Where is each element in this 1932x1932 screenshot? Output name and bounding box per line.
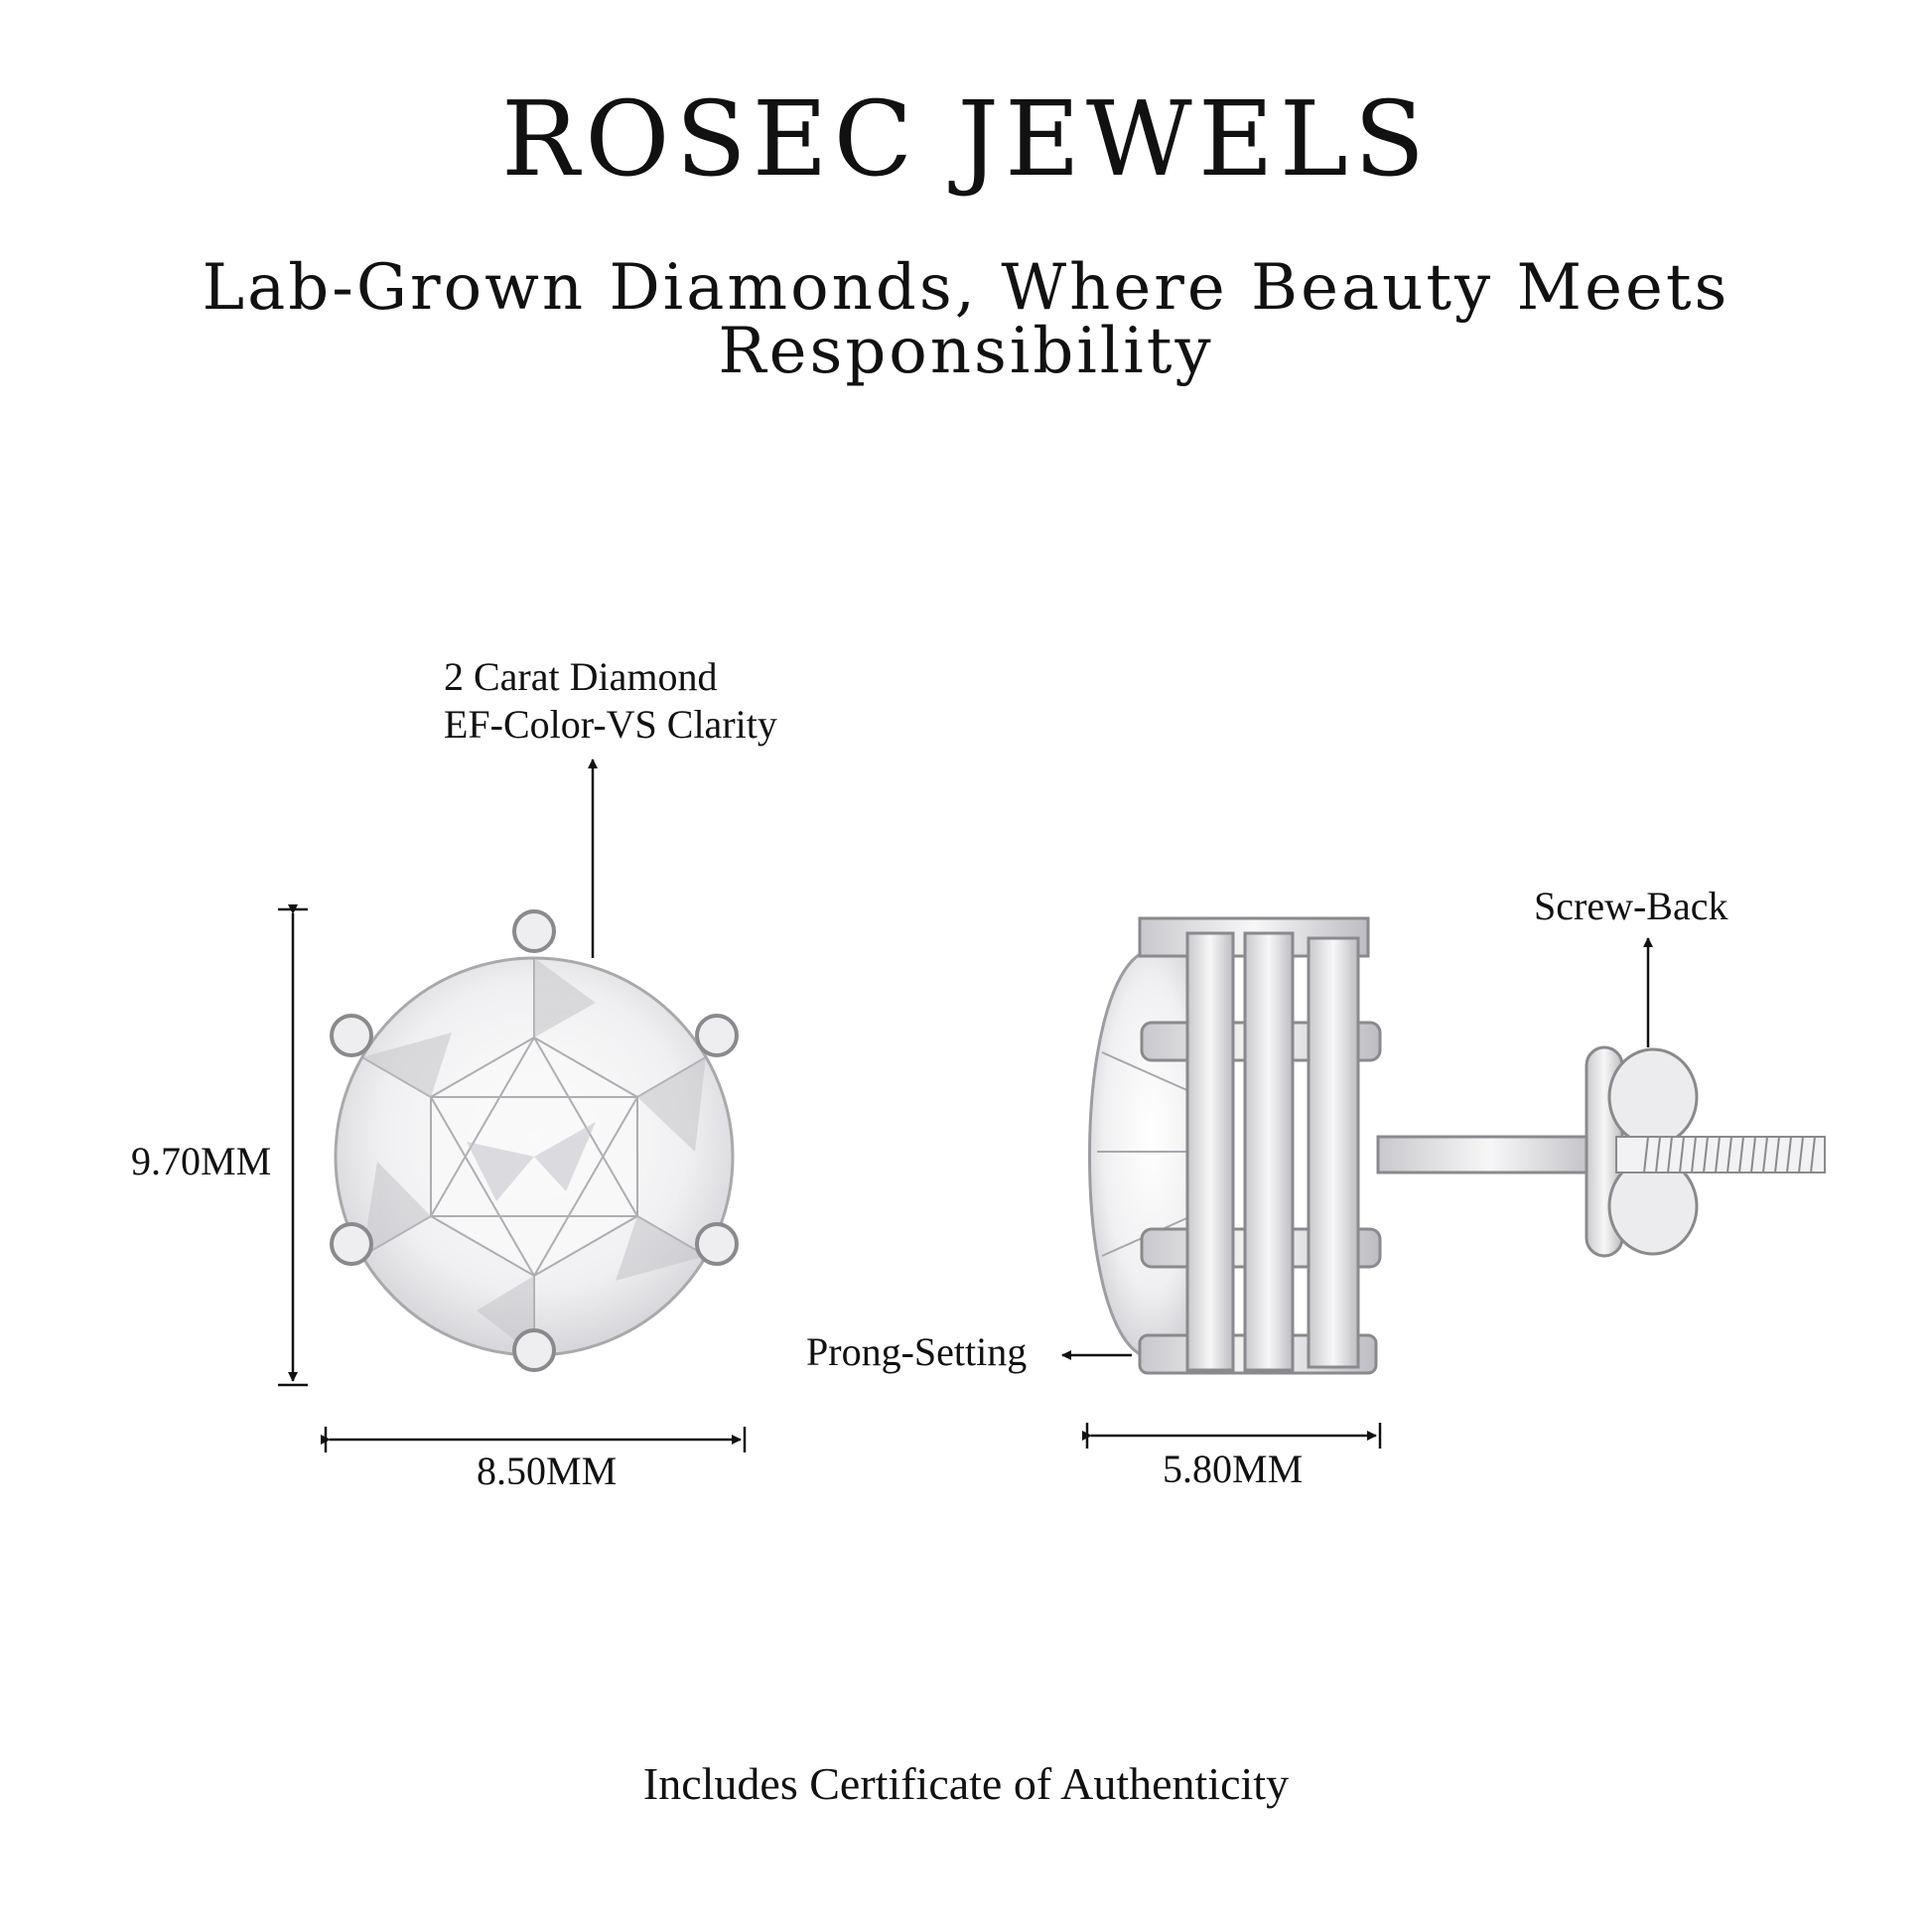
height-label: 9.70MM: [131, 1139, 272, 1183]
depth-label: 5.80MM: [1163, 1447, 1304, 1491]
tagline: Lab-Grown Diamonds, Where Beauty Meets R…: [202, 251, 1730, 388]
prong-bottom: [512, 1328, 556, 1372]
screw-back-label: Screw-Back: [1534, 884, 1728, 928]
earring-post: [1376, 1135, 1604, 1174]
side-prong-3: [1307, 936, 1360, 1369]
side-prong-1: [1185, 931, 1235, 1372]
stone-spec-line1: 2 Carat Diamond: [444, 654, 718, 699]
side-view-stud: [1088, 916, 1826, 1375]
top-prongs: [330, 909, 739, 1372]
screw-back: [1585, 1045, 1826, 1258]
prong-top: [512, 909, 556, 953]
certificate-note: Includes Certificate of Authenticity: [642, 1758, 1290, 1809]
brand-title: ROSEC JEWELS: [500, 78, 1432, 200]
prong-lower-left: [330, 1222, 373, 1266]
prong-upper-left: [330, 1014, 373, 1057]
prong-setting-label: Prong-Setting: [806, 1329, 1028, 1374]
side-prong-2: [1243, 931, 1295, 1372]
stone-spec-line2: EF-Color-VS Clarity: [444, 702, 777, 747]
depth-dimension: [1082, 1423, 1382, 1449]
height-dimension: [278, 904, 308, 1387]
width-label: 8.50MM: [477, 1449, 618, 1493]
prong-upper-right: [695, 1014, 739, 1057]
top-view-stud: [330, 909, 739, 1372]
width-dimension: [321, 1427, 747, 1452]
prong-lower-right: [695, 1222, 739, 1266]
